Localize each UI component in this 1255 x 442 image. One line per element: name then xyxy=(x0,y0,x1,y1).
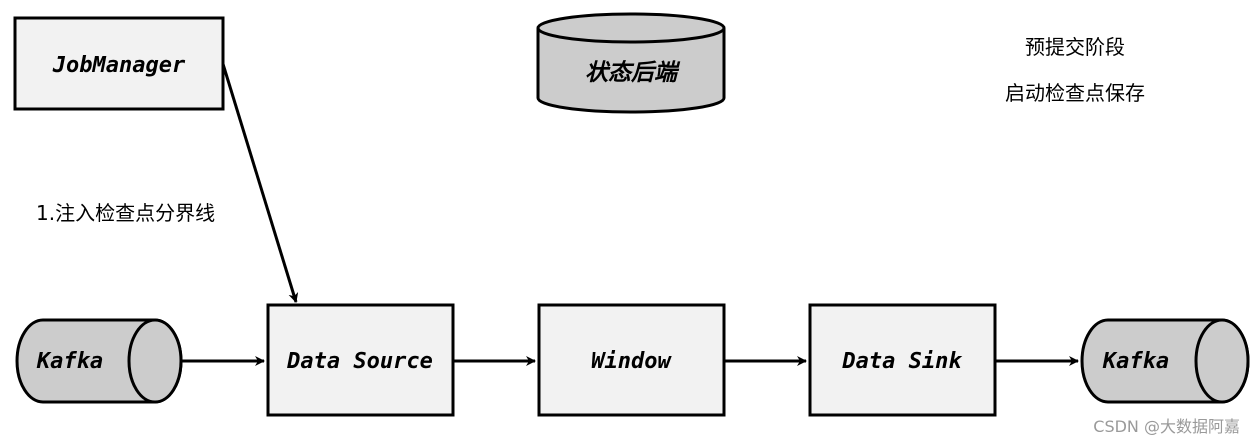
job-manager-label: JobManager xyxy=(52,53,186,78)
window-node: Window xyxy=(537,303,726,417)
state-backend-node: 状态后端 xyxy=(536,12,726,114)
barrier-injection-arrow xyxy=(221,63,299,303)
data-source-label: Data Source xyxy=(286,349,433,374)
job-manager-node: JobManager xyxy=(13,16,225,111)
start-checkpoint-save-label: 启动检查点保存 xyxy=(1005,81,1145,105)
pre-commit-phase-label: 预提交阶段 xyxy=(1025,35,1125,59)
kafka-sink-label: Kafka xyxy=(1102,349,1169,374)
kafka-source-node: Kafka xyxy=(15,318,183,404)
kafka-sink-node: Kafka xyxy=(1080,318,1250,404)
data-sink-node: Data Sink xyxy=(808,303,997,417)
state-backend-label: 状态后端 xyxy=(585,60,681,86)
data-sink-label: Data Sink xyxy=(841,349,962,374)
data-source-node: Data Source xyxy=(266,303,455,417)
inject-barrier-label: 1.注入检查点分界线 xyxy=(36,201,215,225)
window-label: Window xyxy=(591,349,672,374)
watermark: CSDN @大数据阿嘉 xyxy=(1093,417,1240,436)
kafka-source-label: Kafka xyxy=(36,349,103,374)
